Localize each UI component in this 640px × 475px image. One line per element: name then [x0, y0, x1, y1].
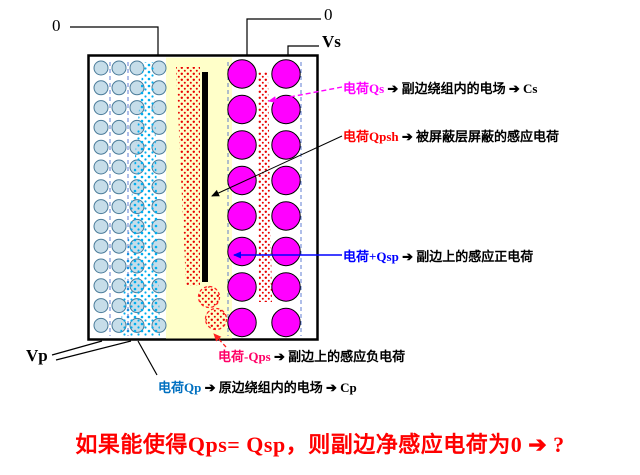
secondary-turn	[271, 59, 301, 89]
primary-turn	[111, 100, 127, 116]
vp-leader	[51, 340, 103, 356]
induced-negative-charge-circle	[204, 307, 228, 331]
secondary-turn	[227, 307, 257, 338]
qp-charge-label: 电荷Qp	[158, 380, 202, 395]
primary-turn	[93, 179, 109, 195]
primary-turn	[93, 278, 109, 294]
qps-desc: ➔ 副边上的感应负电荷	[270, 349, 406, 364]
primary-turn	[93, 100, 109, 116]
annotation-qp: 电荷Qp ➔ 原边绕组内的电场 ➔ Cp	[158, 377, 357, 396]
secondary-winding-turns	[227, 59, 301, 338]
primary-turn	[93, 119, 109, 135]
qsp-charge-label: 电荷+Qsp	[343, 249, 399, 264]
primary-turn	[111, 139, 127, 155]
qpsh-desc: ➔ 被屏蔽层屏蔽的感应电荷	[398, 129, 560, 144]
induced-negative-charge-circle	[197, 285, 221, 309]
zero-left-label: 0	[52, 16, 61, 35]
secondary-turn	[271, 130, 301, 160]
zero-right-leader	[246, 18, 321, 56]
primary-turn	[93, 218, 109, 234]
secondary-turn	[271, 201, 301, 231]
secondary-turn	[271, 272, 301, 302]
primary-turn	[93, 159, 109, 175]
primary-turn	[111, 60, 127, 76]
shielded-charge-dots	[176, 67, 200, 286]
qp-desc: ➔ 原边绕组内的电场 ➔ Cp	[201, 380, 357, 395]
zero-right-label: 0	[324, 5, 333, 24]
primary-turn	[93, 139, 109, 155]
primary-turn	[93, 317, 109, 333]
qpsh-arrow	[211, 135, 343, 197]
qpsh-charge-label: 电荷Qpsh	[343, 129, 399, 144]
primary-turn	[111, 159, 127, 175]
secondary-turn	[271, 307, 301, 338]
qsp-desc: ➔ 副边上的感应正电荷	[398, 249, 534, 264]
secondary-turn	[227, 272, 257, 302]
secondary-turn	[271, 236, 301, 267]
secondary-field-dots	[258, 72, 272, 302]
zero-left-leader	[70, 26, 159, 56]
vs-leader	[287, 45, 319, 56]
primary-field-dots	[120, 62, 160, 336]
primary-turn	[93, 199, 109, 215]
qps-arrow	[213, 333, 227, 348]
primary-turn	[111, 258, 127, 274]
secondary-turn	[271, 94, 301, 125]
qs-arrow	[268, 86, 343, 104]
question-text: 如果能使得Qps= Qsp，则副边净感应电荷为0 ➔ ?	[75, 432, 565, 457]
secondary-turn	[227, 59, 257, 89]
primary-turn	[93, 80, 109, 96]
secondary-turn	[271, 165, 301, 196]
qp-leader	[137, 340, 158, 376]
primary-turn	[93, 238, 109, 254]
secondary-turn	[227, 94, 257, 125]
primary-turn	[111, 199, 127, 215]
secondary-turn	[227, 201, 257, 231]
shield-bar	[202, 72, 208, 282]
annotation-qs: 电荷Qs ➔ 副边绕组内的电场 ➔ Cs	[343, 78, 537, 97]
annotation-qsp: 电荷+Qsp ➔ 副边上的感应正电荷	[343, 246, 533, 265]
vp-label: Vp	[26, 346, 48, 365]
primary-turn	[93, 60, 109, 76]
vs-label: Vs	[322, 32, 341, 51]
qs-desc: ➔ 副边绕组内的电场 ➔ Cs	[384, 81, 538, 96]
qs-charge-label: 电荷Qs	[343, 81, 385, 96]
vp-leader	[55, 340, 132, 361]
primary-turn	[111, 119, 127, 135]
annotation-qpsh: 电荷Qpsh ➔ 被屏蔽层屏蔽的感应电荷	[343, 126, 559, 145]
primary-turn	[111, 218, 127, 234]
primary-turn	[93, 258, 109, 274]
secondary-turn	[227, 130, 257, 160]
annotation-qps: 电荷-Qps ➔ 副边上的感应负电荷	[218, 346, 405, 365]
primary-turn	[111, 238, 127, 254]
primary-turn	[111, 80, 127, 96]
primary-turn	[93, 298, 109, 314]
secondary-turn	[227, 236, 257, 267]
primary-turn	[111, 179, 127, 195]
secondary-turn	[227, 165, 257, 196]
primary-turn	[129, 60, 145, 76]
qps-charge-label: 电荷-Qps	[218, 349, 271, 364]
